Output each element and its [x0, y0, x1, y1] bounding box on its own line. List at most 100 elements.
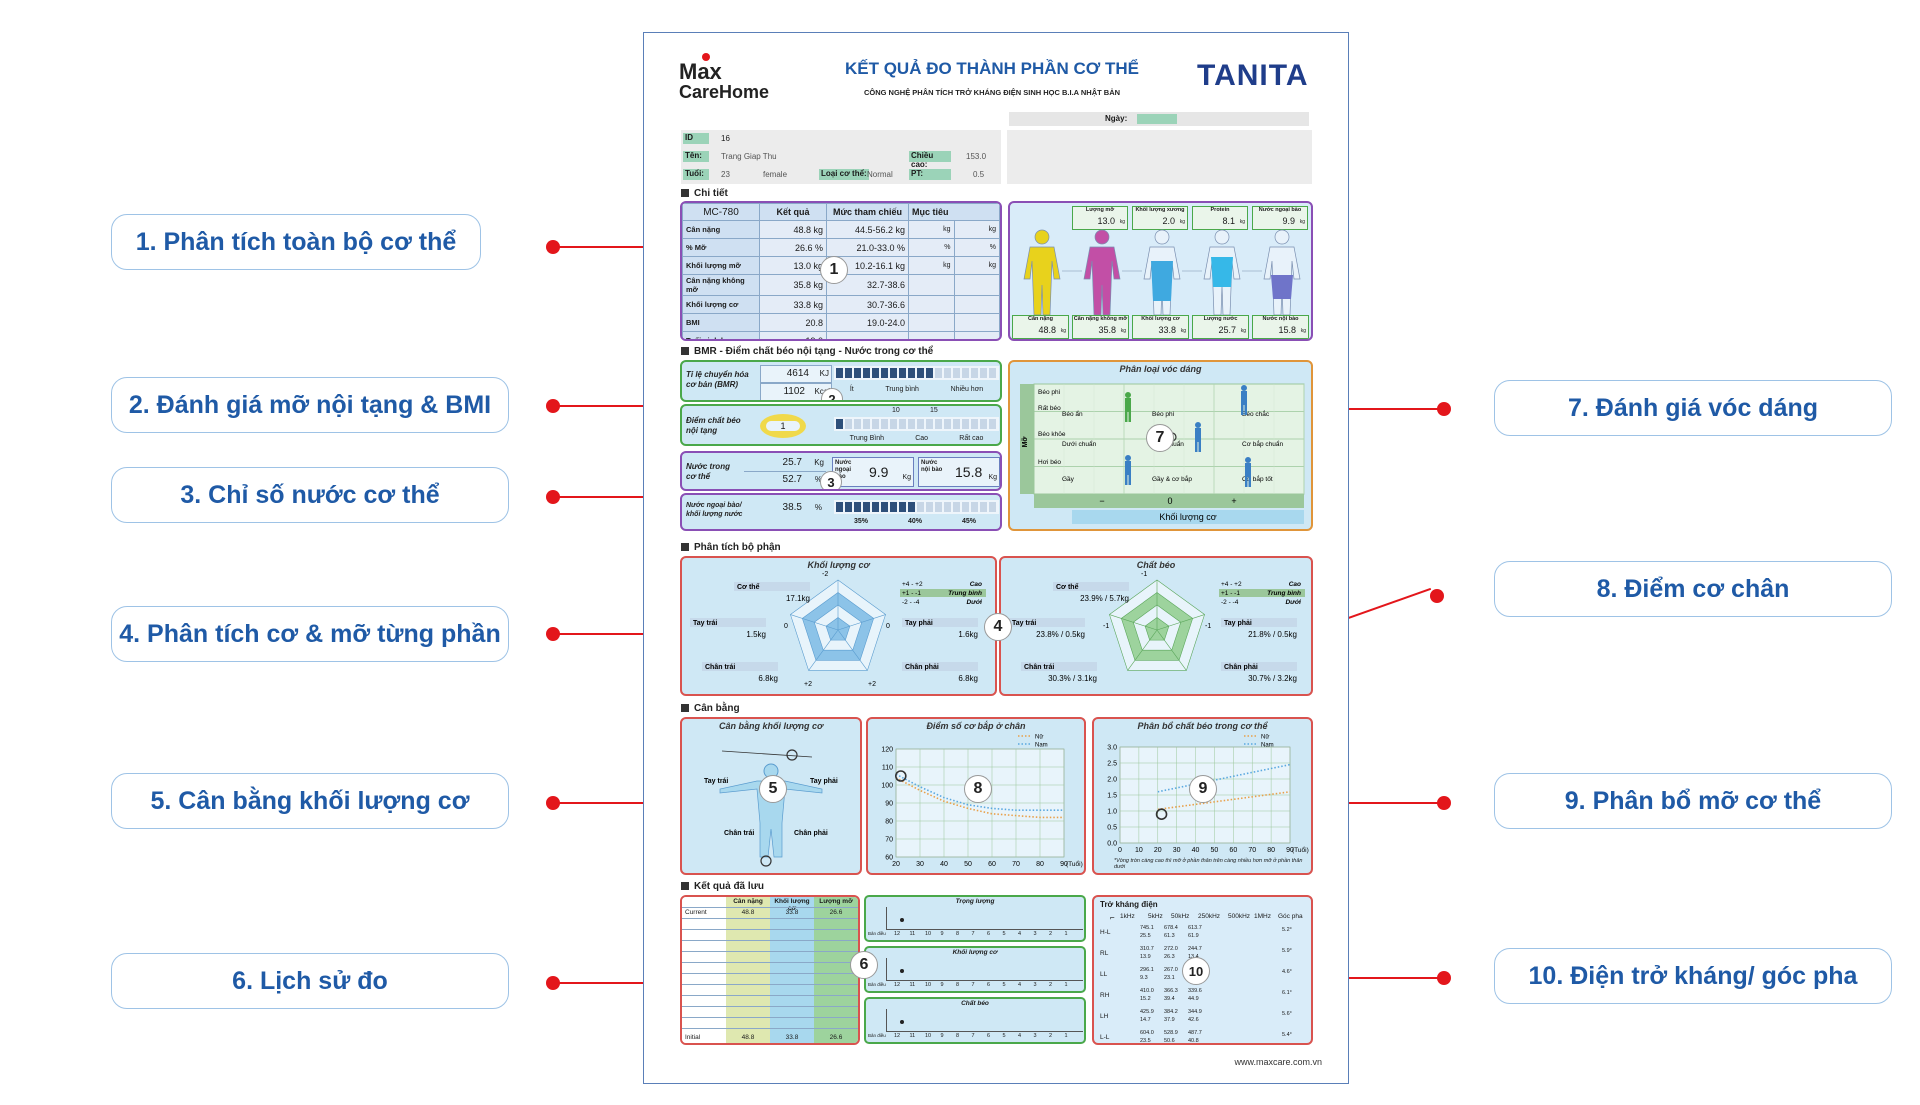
- comp-bottom-label: Cân nặng: [1027, 316, 1054, 322]
- history-current-value: 48.8: [741, 909, 755, 916]
- detail-row-ref: 19.0-24.0: [826, 313, 909, 332]
- level-bar-segment: [872, 502, 879, 512]
- history-axis-tick: 12: [894, 982, 901, 988]
- comp-bottom-value: 35.8: [1098, 325, 1116, 335]
- level-bar-segment: [926, 419, 933, 429]
- detail-row-target-low: [908, 295, 955, 314]
- impedance-value: 344.9: [1188, 1009, 1202, 1015]
- body-figure: [1023, 229, 1061, 316]
- chart-ytick: 110: [882, 765, 893, 772]
- level-bar-segment: [962, 419, 969, 429]
- segment-part-name: Tay phải: [905, 620, 933, 627]
- impedance-phase: 4.6°: [1282, 969, 1292, 975]
- callout-2: 2. Đánh giá mỡ nội tạng & BMI: [111, 377, 509, 433]
- history-graph-point: [900, 1020, 904, 1024]
- balance-label: Chân trái: [724, 830, 754, 837]
- shape-figure-icon: [1245, 457, 1251, 487]
- history-graph-title: Khối lượng cơ: [952, 949, 998, 956]
- balance-label: Tay phải: [810, 778, 838, 785]
- impedance-value: 678.4: [1164, 925, 1178, 931]
- level-bar-segment: [926, 368, 933, 378]
- radar-spoke: [1156, 614, 1205, 631]
- chart-series-female: [1157, 791, 1291, 811]
- level-bar-segment: [971, 419, 978, 429]
- date-row: Ngày:: [1009, 112, 1309, 126]
- level-bar-segment: [926, 502, 933, 512]
- chart-xtick: 0: [1118, 847, 1122, 854]
- section-detail: Chi tiết: [681, 188, 728, 199]
- level-bar-segment: [944, 502, 951, 512]
- impedance-subvalue: 61.3: [1164, 933, 1175, 939]
- history-axis-tick: 7: [971, 931, 975, 937]
- impedance-value: 244.7: [1188, 946, 1202, 952]
- shape-title: Phân loại vóc dáng: [1119, 364, 1202, 374]
- date-label: Ngày:: [1105, 114, 1128, 123]
- body-figure-fill: [1271, 275, 1293, 299]
- chart-ytick: 1.0: [1107, 809, 1117, 816]
- level-bar-segment: [917, 368, 924, 378]
- body-figures: [1023, 229, 1301, 316]
- date-value: [1137, 114, 1177, 124]
- radar-tick: -2: [822, 571, 828, 578]
- segment-part-value: 6.8kg: [758, 674, 778, 683]
- history-row-line: [682, 918, 858, 919]
- history-axis-tick: 9: [940, 1033, 944, 1039]
- detail-row-target-high: kg: [953, 220, 1000, 239]
- impedance-subvalue: 37.9: [1164, 1017, 1175, 1023]
- chart-ytick: 70: [885, 837, 893, 844]
- radar-tick: 0: [886, 623, 890, 630]
- chart-xtick: 70: [1012, 861, 1020, 868]
- detail-row-target-low: [908, 331, 955, 339]
- shape-figure-icon: [1241, 385, 1247, 415]
- level-bar-segment: [935, 502, 942, 512]
- connector-line-5: [553, 802, 688, 804]
- water-kg-box: 25.7 Kg: [744, 456, 826, 472]
- callout-8: 8. Điểm cơ chân: [1494, 561, 1892, 617]
- name-label: Tên:: [683, 151, 709, 162]
- history-axis-tick: 9: [940, 931, 944, 937]
- panel-number-3: 3: [820, 471, 842, 489]
- ratio-label: Nước ngoại bào/ khối lượng nước: [686, 502, 743, 518]
- level-bar-segment: [980, 419, 987, 429]
- segment-part-name: Tay phải: [1224, 620, 1252, 627]
- history-axis-label: Bản điều: [868, 931, 886, 936]
- ratio-tick-45: 45%: [962, 518, 977, 525]
- comp-top-value: 9.9: [1282, 216, 1295, 226]
- history-axis-tick: 10: [925, 931, 932, 937]
- level-bar-segment: [845, 368, 852, 378]
- bmr-bar: [834, 366, 999, 380]
- connector-line-7: [1320, 408, 1438, 410]
- shape-cell-label: Cơ bắp tốt: [1242, 474, 1273, 483]
- detail-row-name: Khối lượng mỡ: [682, 256, 760, 275]
- chart-ytick: 3.0: [1107, 745, 1117, 752]
- chart-legend-item: Nữ: [1244, 735, 1269, 741]
- impedance-row-name: RH: [1100, 992, 1110, 999]
- level-bar-segment: [863, 502, 870, 512]
- level-bar-segment: [935, 419, 942, 429]
- chart-xtick: 80: [1267, 847, 1275, 854]
- history-current-value: 26.6: [829, 909, 843, 916]
- segment-muscle-title: Khối lượng cơ: [807, 560, 870, 570]
- history-initial-value: 48.8: [741, 1034, 755, 1041]
- detail-row-ref: 44.5-56.2 kg: [826, 220, 909, 239]
- icw-box: Nước nội bào 15.8 Kg: [918, 457, 1000, 487]
- shape-figure-icon: [1195, 422, 1201, 452]
- panel-number-7: 7: [1146, 424, 1174, 452]
- ratio-tick-35: 35%: [854, 518, 869, 525]
- visceral-scale-high: Cao: [915, 435, 929, 442]
- icw-value: 15.8: [955, 464, 983, 480]
- level-bar-segment: [980, 502, 987, 512]
- detail-row-value: 20.8: [759, 313, 827, 332]
- history-graph-axes: [886, 958, 1083, 981]
- detail-row-value: 19.0: [759, 331, 827, 339]
- water-panel: Nước trong cơ thể 25.7 Kg 52.7 % Nước ng…: [680, 451, 1002, 491]
- comp-bottom-unit: kg: [1120, 328, 1126, 334]
- balance-label: Chân phải: [794, 830, 828, 837]
- history-axis-tick: 2: [1049, 931, 1053, 937]
